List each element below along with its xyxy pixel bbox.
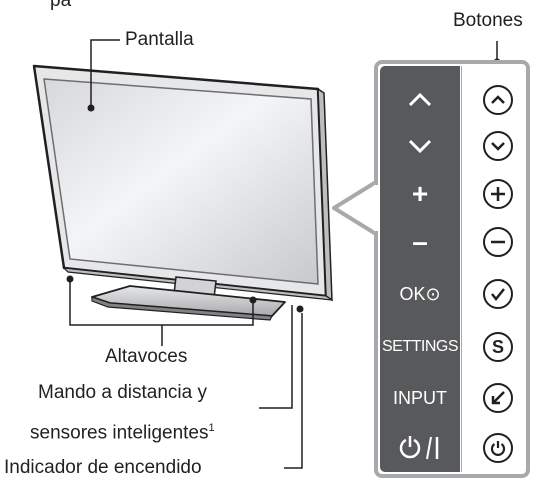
tv-screen [43, 78, 319, 285]
footnote-marker: 1 [208, 422, 215, 434]
label-up [380, 80, 460, 120]
panel-row-settings: SETTINGS S [380, 327, 524, 367]
plus-icon[interactable] [483, 179, 513, 209]
panel-row-plus: + [380, 174, 524, 214]
pointer-join [374, 185, 380, 231]
panel-row-power [380, 428, 524, 468]
settings-s-icon[interactable]: S [483, 332, 513, 362]
label-pantalla: Pantalla [125, 29, 194, 50]
panel-row-input: INPUT [380, 378, 524, 418]
label-settings: SETTINGS [381, 338, 459, 355]
chevron-up-icon[interactable] [483, 85, 513, 115]
label-sensores: sensores inteligentes [30, 422, 209, 444]
label-input: INPUT [393, 387, 447, 408]
label-minus: – [412, 226, 428, 257]
chevron-down-icon[interactable] [483, 131, 513, 161]
panel-row-up [380, 80, 524, 120]
panel-row-down [380, 126, 524, 166]
input-arrow-icon[interactable] [483, 383, 513, 413]
label-sensores-line: sensores inteligentes1 [30, 417, 215, 444]
label-plus: + [411, 178, 429, 209]
panel-row-minus: – [380, 222, 524, 262]
label-indicador: Indicador de encendido [4, 457, 202, 478]
label-ok: OK⊙ [399, 283, 441, 304]
label-power [380, 428, 460, 468]
label-down [380, 126, 460, 166]
label-botones: Botones [453, 10, 523, 31]
power-icon[interactable] [483, 433, 513, 463]
check-icon[interactable] [483, 279, 513, 309]
minus-icon[interactable] [483, 227, 513, 257]
panel-row-ok: OK⊙ [380, 274, 524, 314]
panel-label-column [380, 66, 460, 472]
label-mando: Mando a distancia y [38, 382, 207, 403]
top-caption-partial: pa [50, 0, 72, 11]
label-altavoces: Altavoces [105, 346, 188, 367]
